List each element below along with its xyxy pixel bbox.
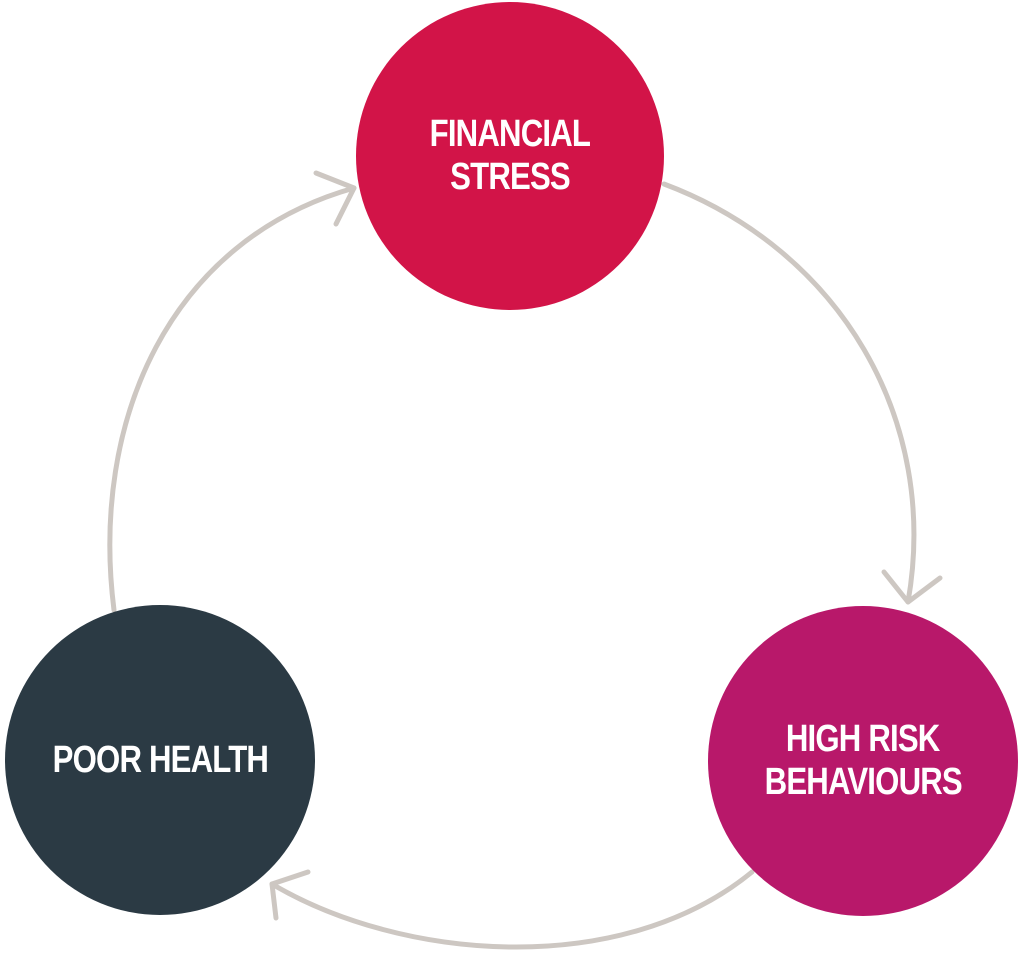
arrowhead-financial <box>313 170 357 227</box>
arrow-financial-to-risk <box>661 181 917 605</box>
node-financial-line-1: FINANCIAL <box>429 113 591 156</box>
arrow-health-to-financial <box>107 185 357 613</box>
arrowhead-health <box>269 869 311 921</box>
node-risk-line-1: HIGH RISK <box>786 718 940 761</box>
node-health-line-1: POOR HEALTH <box>52 738 268 781</box>
node-financial-stress: FINANCIAL STRESS <box>356 2 664 310</box>
node-financial-line-2: STRESS <box>450 156 571 198</box>
arrow-risk-to-health <box>269 869 755 950</box>
node-risk-line-2: BEHAVIOURS <box>764 761 962 803</box>
node-poor-health: POOR HEALTH <box>5 605 315 915</box>
node-high-risk-behaviours: HIGH RISK BEHAVIOURS <box>708 606 1018 916</box>
arrowhead-risk <box>881 569 943 605</box>
